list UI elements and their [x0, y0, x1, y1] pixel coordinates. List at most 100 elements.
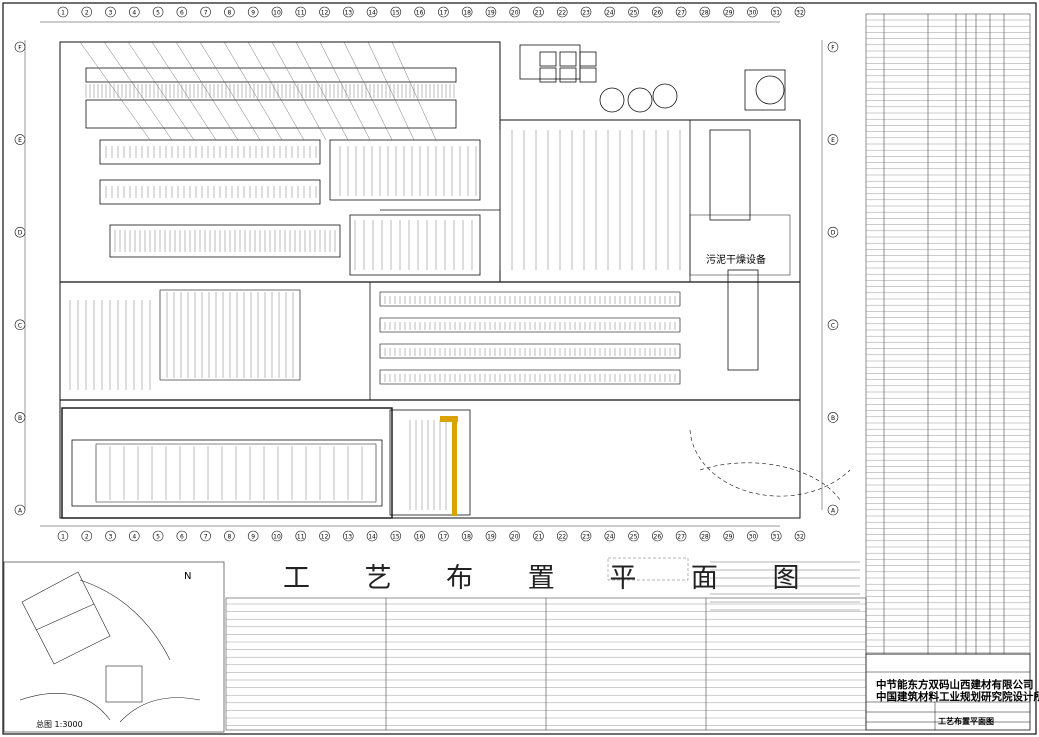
grid-column-marker: 9: [247, 6, 259, 18]
grid-column-label: 12: [321, 534, 329, 541]
grid-column-label: 26: [654, 534, 662, 541]
grid-column-label: 21: [535, 534, 543, 541]
grid-column-label: 20: [511, 10, 519, 17]
grid-column-marker: 22: [556, 6, 568, 18]
grid-row-marker: C: [827, 319, 839, 331]
loading-area-arc-2: [689, 429, 851, 497]
grid-column-label: 17: [440, 10, 448, 17]
grid-row-label: D: [831, 230, 836, 237]
grid-row-label: C: [831, 322, 835, 329]
grid-column-marker: 15: [390, 6, 402, 18]
grid-column-marker: 4: [129, 530, 140, 542]
grid-column-label: 2: [85, 10, 89, 17]
grid-column-marker: 30: [747, 6, 758, 18]
grid-row-marker: F: [827, 41, 839, 53]
grid-column-marker: 4: [129, 6, 140, 18]
grid-column-marker: 11: [295, 530, 307, 542]
grid-column-label: 8: [228, 10, 232, 17]
grid-column-marker: 2: [81, 6, 93, 18]
grid-column-label: 10: [273, 534, 281, 541]
grid-column-marker: 26: [652, 530, 663, 542]
grid-row-label: B: [831, 415, 835, 422]
grid-column-marker: 10: [271, 530, 283, 542]
grid-column-label: 10: [273, 10, 281, 17]
equipment-label: 污泥干燥设备: [706, 251, 766, 266]
equipment-table-bottom: [225, 597, 867, 731]
grid-column-label: 31: [772, 10, 780, 17]
grid-column-label: 16: [416, 534, 424, 541]
notes-block: [607, 557, 860, 611]
grid-column-label: 29: [725, 534, 733, 541]
grid-column-marker: 22: [556, 530, 568, 542]
grid-column-marker: 1: [57, 530, 69, 542]
grid-column-marker: 8: [224, 6, 235, 18]
company-name-line-1: 中节能东方双码山西建材有限公司: [876, 679, 1034, 691]
grid-column-marker: 3: [105, 530, 116, 542]
grid-column-label: 21: [535, 10, 543, 17]
grid-column-label: 22: [558, 10, 566, 17]
grid-column-label: 13: [344, 10, 352, 17]
grid-column-marker: 16: [414, 6, 425, 18]
grid-row-label: D: [18, 230, 23, 237]
grid-column-label: 24: [606, 534, 614, 541]
grid-row-label: A: [831, 508, 836, 515]
grid-column-marker: 25: [628, 530, 639, 542]
grid-column-label: 8: [228, 534, 232, 541]
grid-column-label: 26: [654, 10, 662, 17]
equipment-detail-hatching: [69, 41, 681, 510]
tank-circles: [539, 51, 785, 113]
grid-column-marker: 27: [675, 530, 687, 542]
grid-column-label: 5: [156, 10, 160, 17]
grid-column-label: 32: [796, 10, 804, 17]
grid-column-marker: 30: [747, 530, 758, 542]
grid-column-marker: 19: [485, 530, 497, 542]
grid-column-marker: 31: [770, 6, 782, 18]
grid-column-marker: 5: [152, 6, 164, 18]
grid-row-marker: A: [14, 504, 26, 516]
grid-column-marker: 7: [200, 530, 211, 542]
grid-column-label: 29: [725, 10, 733, 17]
grid-column-marker: 11: [295, 6, 307, 18]
grid-column-label: 9: [251, 10, 255, 17]
grid-column-marker: 27: [675, 6, 687, 18]
grid-column-label: 30: [749, 10, 757, 17]
grid-column-marker: 31: [770, 530, 782, 542]
grid-column-label: 7: [204, 534, 208, 541]
grid-column-label: 1: [61, 534, 65, 541]
grid-row-label: C: [18, 322, 22, 329]
grid-row-label: F: [831, 45, 835, 52]
grid-column-marker: 19: [485, 6, 497, 18]
grid-column-label: 18: [463, 534, 471, 541]
grid-row-label: B: [18, 415, 22, 422]
grid-row-marker: B: [14, 412, 26, 423]
grid-column-marker: 28: [699, 530, 711, 542]
grid-column-label: 32: [796, 534, 804, 541]
grid-column-marker: 3: [105, 6, 116, 18]
grid-column-marker: 18: [461, 530, 473, 542]
grid-column-label: 3: [109, 10, 113, 17]
equipment-table-bottom-rows: [226, 603, 866, 726]
grid-column-marker: 24: [604, 530, 616, 542]
grid-column-marker: 6: [176, 6, 188, 18]
grid-column-marker: 12: [319, 6, 330, 18]
grid-column-label: 2: [85, 534, 89, 541]
grid-column-label: 31: [772, 534, 780, 541]
grid-column-marker: 21: [533, 530, 544, 542]
grid-column-label: 16: [416, 10, 424, 17]
drawing-title: 工 艺 布 置 平 面 图: [283, 563, 823, 594]
grid-column-label: 24: [606, 10, 614, 17]
grid-column-marker: 26: [652, 6, 663, 18]
grid-column-label: 18: [463, 10, 471, 17]
grid-column-label: 27: [677, 10, 685, 17]
grid-row-markers-right: F E D C B A: [827, 41, 839, 516]
grid-column-label: 7: [204, 10, 208, 17]
grid-column-label: 13: [344, 534, 352, 541]
grid-row-label: F: [18, 45, 22, 52]
grid-row-label: E: [831, 137, 835, 144]
grid-column-label: 28: [701, 534, 709, 541]
yellow-conveyor: [452, 418, 457, 516]
